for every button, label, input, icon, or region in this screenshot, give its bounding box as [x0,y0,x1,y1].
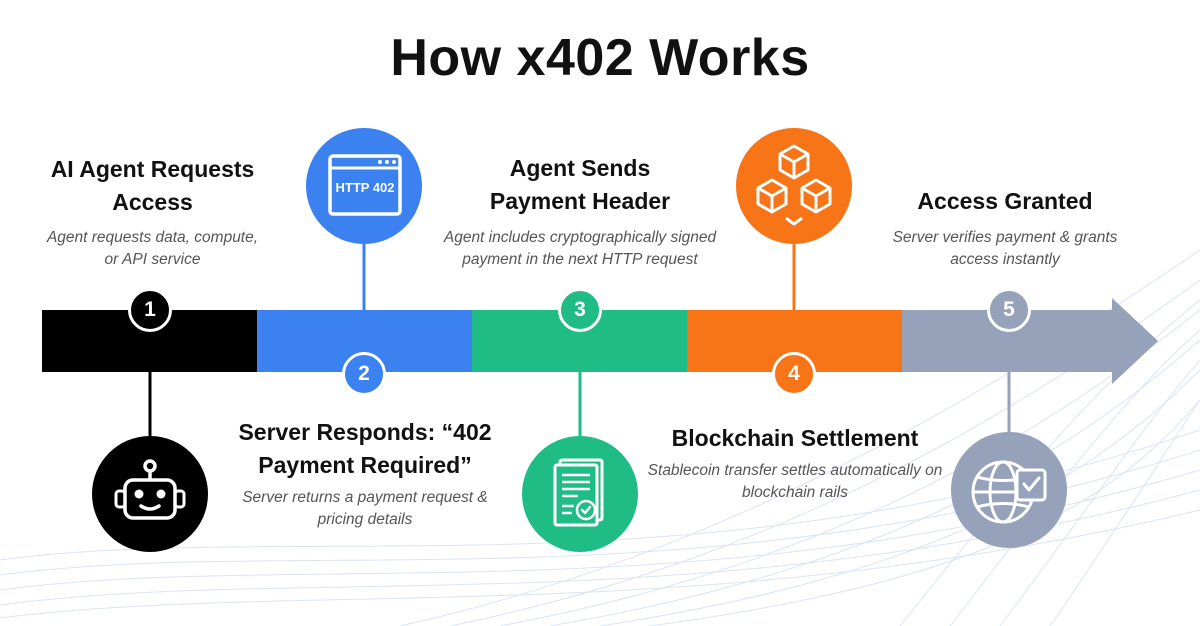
robot-icon [92,436,208,552]
step-4-description: Stablecoin transfer settles automaticall… [647,462,943,501]
globe-check-icon [951,432,1067,548]
http-402-label: HTTP 402 [335,180,395,195]
step-5-title: Access Granted [917,188,1093,214]
step-2-title: Server Responds: “402 Payment Required” [238,419,492,478]
step-3-description: Agent includes cryptographically signed … [443,229,717,268]
blockchain-cubes-icon [736,128,852,244]
step-3-number: 3 [558,288,602,332]
step-1-number: 1 [128,288,172,332]
step-1-description: Agent requests data, compute, or API ser… [46,229,259,268]
step-1-title: AI Agent Requests Access [50,156,255,215]
step-2-number: 2 [342,352,386,396]
step-5-number: 5 [987,288,1031,332]
step-3-title: Agent Sends Payment Header [489,155,671,214]
step-2-description: Server returns a payment request & prici… [242,489,488,528]
browser-window-icon: HTTP 402 [306,128,422,244]
page-title: How x402 Works [390,29,810,87]
step-5-description: Server verifies payment & grants access … [892,229,1118,268]
signed-document-icon [522,436,638,552]
step-4-number: 4 [772,352,816,396]
step-4-title: Blockchain Settlement [671,425,919,451]
timeline-segment-5-arrow [902,298,1158,384]
